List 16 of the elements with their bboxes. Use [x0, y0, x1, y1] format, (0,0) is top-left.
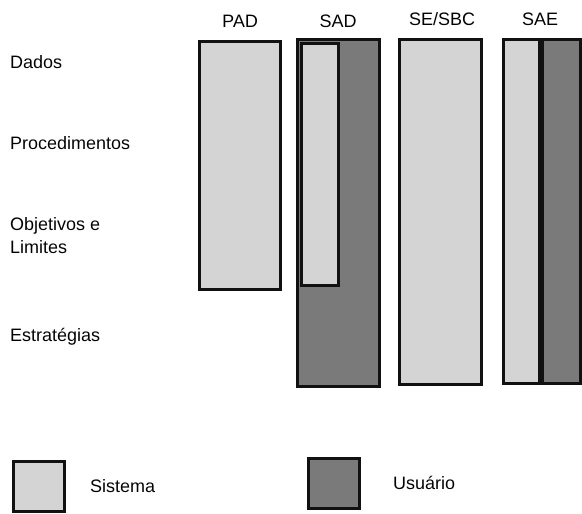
user-bar [296, 38, 381, 388]
row-label: Dados [10, 52, 62, 72]
system-bar [300, 42, 340, 287]
user-bar [541, 38, 582, 385]
column-header: SE/SBC [408, 9, 476, 29]
system-bar [398, 38, 483, 386]
column-header: SAD [319, 11, 356, 31]
system-bar [502, 38, 541, 385]
legend-label: Sistema [90, 475, 156, 498]
row-label: Procedimentos [10, 133, 130, 153]
legend-label: Usuário [393, 472, 456, 494]
column-header: SAE [522, 9, 558, 29]
column-header: PAD [222, 11, 258, 31]
row-label: Estratégias [10, 325, 100, 345]
row-label: Objetivos e Limites [10, 214, 100, 256]
system-bar [198, 40, 282, 291]
